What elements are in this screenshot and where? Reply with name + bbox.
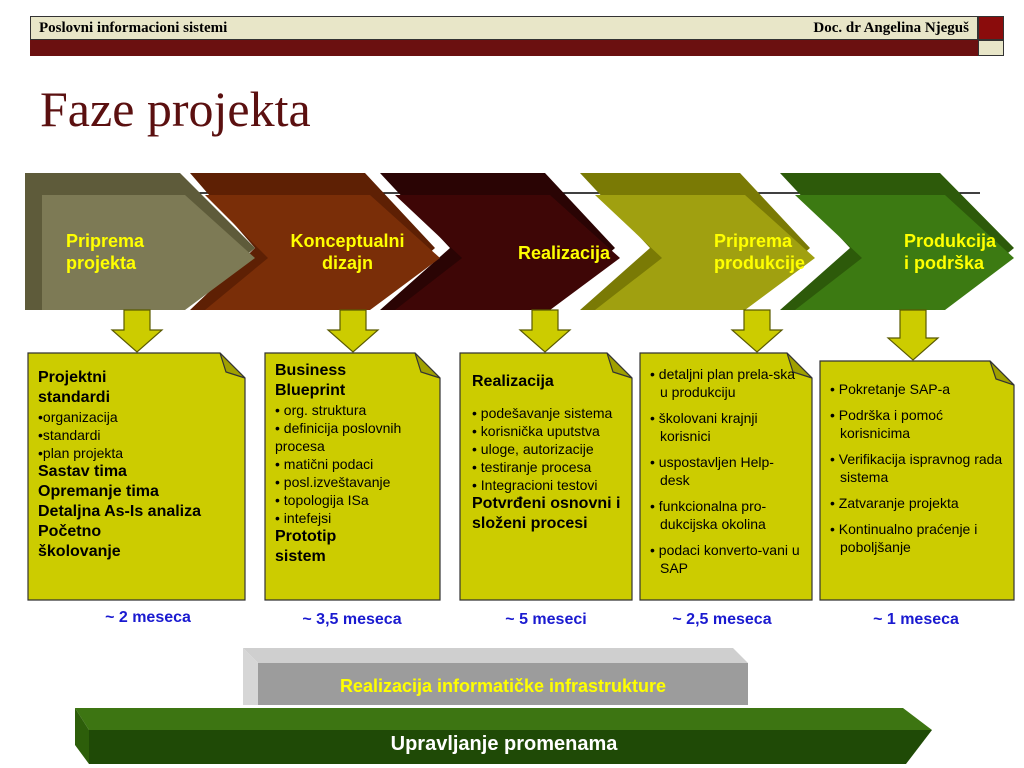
detail-box-1 [27, 352, 246, 601]
phase-label-2: Konceptualni dizajn [275, 230, 420, 274]
detail-box-3-content: Realizacija • podešavanje sistema • kori… [472, 372, 642, 534]
author-name: Doc. dr Angelina Njeguš [813, 20, 969, 36]
infrastructure-bar-top [243, 648, 748, 663]
header-corner-bottom [978, 40, 1004, 56]
box5-item-1: • Podrška i pomoć korisnicima [830, 407, 944, 441]
detail-box-5-content: • Pokretanje SAP-a • Podrška i pomoć kor… [828, 380, 1008, 556]
duration-5: ~ 1 meseca [873, 611, 959, 628]
duration-4: ~ 2,5 meseca [672, 611, 772, 628]
box2-item-0: Business Blueprint [275, 362, 347, 399]
phase-label-1-line1: Priprema [66, 231, 145, 251]
duration-3: ~ 5 meseci [505, 611, 587, 628]
duration-1: ~ 2 meseca [105, 609, 191, 626]
detail-box-3-fold [606, 352, 633, 379]
box1-item-0: Projektni standardi [38, 369, 111, 406]
header-corner-top [978, 16, 1004, 40]
phase-label-1-line2: projekta [66, 253, 137, 273]
change-bar-top [75, 708, 932, 730]
box1-item-2: •standardi [38, 427, 101, 443]
box2-item-1: • org. struktura [275, 402, 367, 418]
box3-item-4: • testiranje procesa [472, 459, 592, 475]
box4-item-3: • funkcionalna pro-dukcijska okolina [650, 498, 767, 532]
box3-item-1: • podešavanje sistema [472, 405, 613, 421]
phase-label-5-line2: i podrška [904, 253, 985, 273]
box2-item-4: • posl.izveštavanje [275, 474, 391, 490]
box2-item-2: • definicija poslovnih procesa [275, 420, 402, 454]
box2-item-7: Prototip sistem [275, 528, 337, 565]
course-title: Poslovni informacioni sistemi [39, 20, 228, 36]
box1-item-4: Sastav tima [38, 463, 127, 480]
box3-item-0: Realizacija [472, 373, 554, 390]
box4-item-1: • školovani krajnji korisnici [650, 410, 758, 444]
box2-item-5: • topologija ISa [275, 492, 369, 508]
phase-label-1: Priprema projekta [66, 230, 144, 274]
box2-item-6: • intefejsi [275, 510, 332, 526]
down-arrow-3 [518, 309, 572, 353]
infrastructure-bar-label: Realizacija informatičke infrastrukture [339, 676, 667, 696]
detail-box-5 [819, 360, 1015, 601]
duration-2: ~ 3,5 meseca [302, 611, 402, 628]
box1-item-5: Opremanje tima [38, 483, 159, 500]
phase-label-3-line1: Realizacija [518, 243, 611, 263]
down-arrow-1 [110, 309, 164, 353]
change-bar-left [75, 708, 89, 764]
box1-item-3: •plan projekta [38, 445, 124, 461]
box1-item-1: •organizacija [38, 409, 118, 425]
box4-item-4: • podaci konverto-vani u SAP [650, 542, 800, 576]
detail-box-4 [639, 352, 813, 601]
phase-label-2-line1: Konceptualni [290, 231, 405, 251]
box5-item-3: • Zatvaranje projekta [830, 495, 959, 511]
detail-box-4-content: • detaljni plan prela-ska u produkciju •… [648, 365, 803, 577]
phase-chevron-3-face [395, 195, 620, 310]
header-bar [30, 40, 978, 56]
detail-box-2-content: Business Blueprint • org. struktura • de… [275, 361, 435, 567]
slide-header: Poslovni informacioni sistemi Doc. dr An… [30, 16, 978, 40]
phase-label-4: Priprema produkcije [714, 230, 805, 274]
phase-label-5-line1: Produkcija [904, 231, 997, 251]
detail-box-2 [264, 352, 441, 601]
box5-item-2: • Verifikacija ispravnog rada sistema [830, 451, 1003, 485]
change-bar [89, 730, 932, 764]
down-arrow-4 [730, 309, 784, 353]
box5-item-0: • Pokretanje SAP-a [830, 381, 951, 397]
phase-label-4-line2: produkcije [714, 253, 806, 273]
phase-chevron-5-face [795, 195, 1014, 310]
slide-title: Faze projekta [40, 81, 311, 137]
box3-item-6: Potvrđeni osnovni i složeni procesi [472, 495, 621, 532]
phase-label-3: Realizacija [518, 242, 610, 264]
detail-box-3 [459, 352, 633, 601]
phase-block-1-face [42, 195, 255, 310]
box4-item-0: • detaljni plan prela-ska u produkciju [650, 366, 795, 400]
phase-chevron-4-face [595, 195, 815, 310]
box1-item-6: Detaljna As-Is analiza [38, 503, 202, 520]
phase-label-4-line1: Priprema [714, 231, 793, 251]
down-arrow-5 [886, 309, 940, 361]
box3-item-3: • uloge, autorizacije [472, 441, 594, 457]
box3-item-5: • Integracioni testovi [472, 477, 598, 493]
detail-box-1-fold [219, 352, 246, 379]
phase-label-5: Produkcija i podrška [904, 230, 996, 274]
detail-box-1-content: Projektni standardi •organizacija •stand… [38, 368, 243, 562]
change-bar-label: Upravljanje promenama [390, 733, 618, 755]
box5-item-4: • Kontinualno praćenje i poboljšanje [830, 521, 978, 555]
phase-chevron-2-face [205, 195, 440, 310]
box3-item-2: • korisnička uputstva [472, 423, 600, 439]
detail-box-4-fold [786, 352, 813, 379]
infrastructure-bar [258, 663, 748, 705]
down-arrow-2 [326, 309, 380, 353]
detail-box-2-fold [414, 352, 441, 379]
infrastructure-bar-left [243, 648, 258, 705]
box4-item-2: • uspostavljen Help-desk [650, 454, 774, 488]
detail-box-5-fold [989, 360, 1015, 386]
box2-item-3: • matični podaci [275, 456, 374, 472]
phase-label-2-line2: dizajn [321, 253, 373, 273]
box1-item-7: Početno školovanje [38, 523, 121, 560]
